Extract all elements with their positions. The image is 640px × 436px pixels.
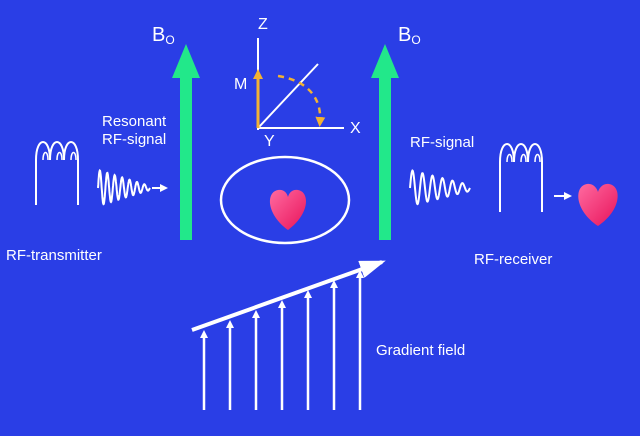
transmitter-coil-icon (35, 141, 79, 205)
axis-y-label: Y (264, 133, 275, 150)
transmitted-sine-wave-icon (97, 168, 168, 206)
b0-field-arrow-left (172, 44, 200, 240)
gradient-field-arrows (200, 270, 364, 410)
gradient-direction-arrow (191, 260, 386, 332)
b0-label-right: BO (398, 24, 421, 47)
output-heart-icon (578, 183, 618, 226)
axis-z-label: Z (258, 16, 268, 33)
axis-x-label: X (350, 120, 361, 137)
precession-path (277, 74, 326, 127)
magnetization-vector (253, 69, 326, 128)
receiver-coil-icon (499, 143, 543, 212)
received-sine-wave-icon (409, 169, 471, 206)
b0-field-arrow-right (371, 44, 399, 240)
y-axis (257, 63, 319, 129)
resonant-label-line2: RF-signal (102, 131, 167, 148)
heart-icon (269, 189, 307, 230)
b0-label-left: BO (152, 24, 175, 47)
rf-receiver-label: RF-receiver (474, 251, 553, 268)
rf-transmitter-label: RF-transmitter (6, 247, 102, 264)
rf-signal-label: RF-signal (410, 134, 475, 151)
body-ellipse (219, 155, 351, 245)
gradient-field-label: Gradient field (376, 342, 466, 359)
magnetization-label: M (234, 76, 248, 93)
resonant-label-line1: Resonant (102, 113, 167, 130)
